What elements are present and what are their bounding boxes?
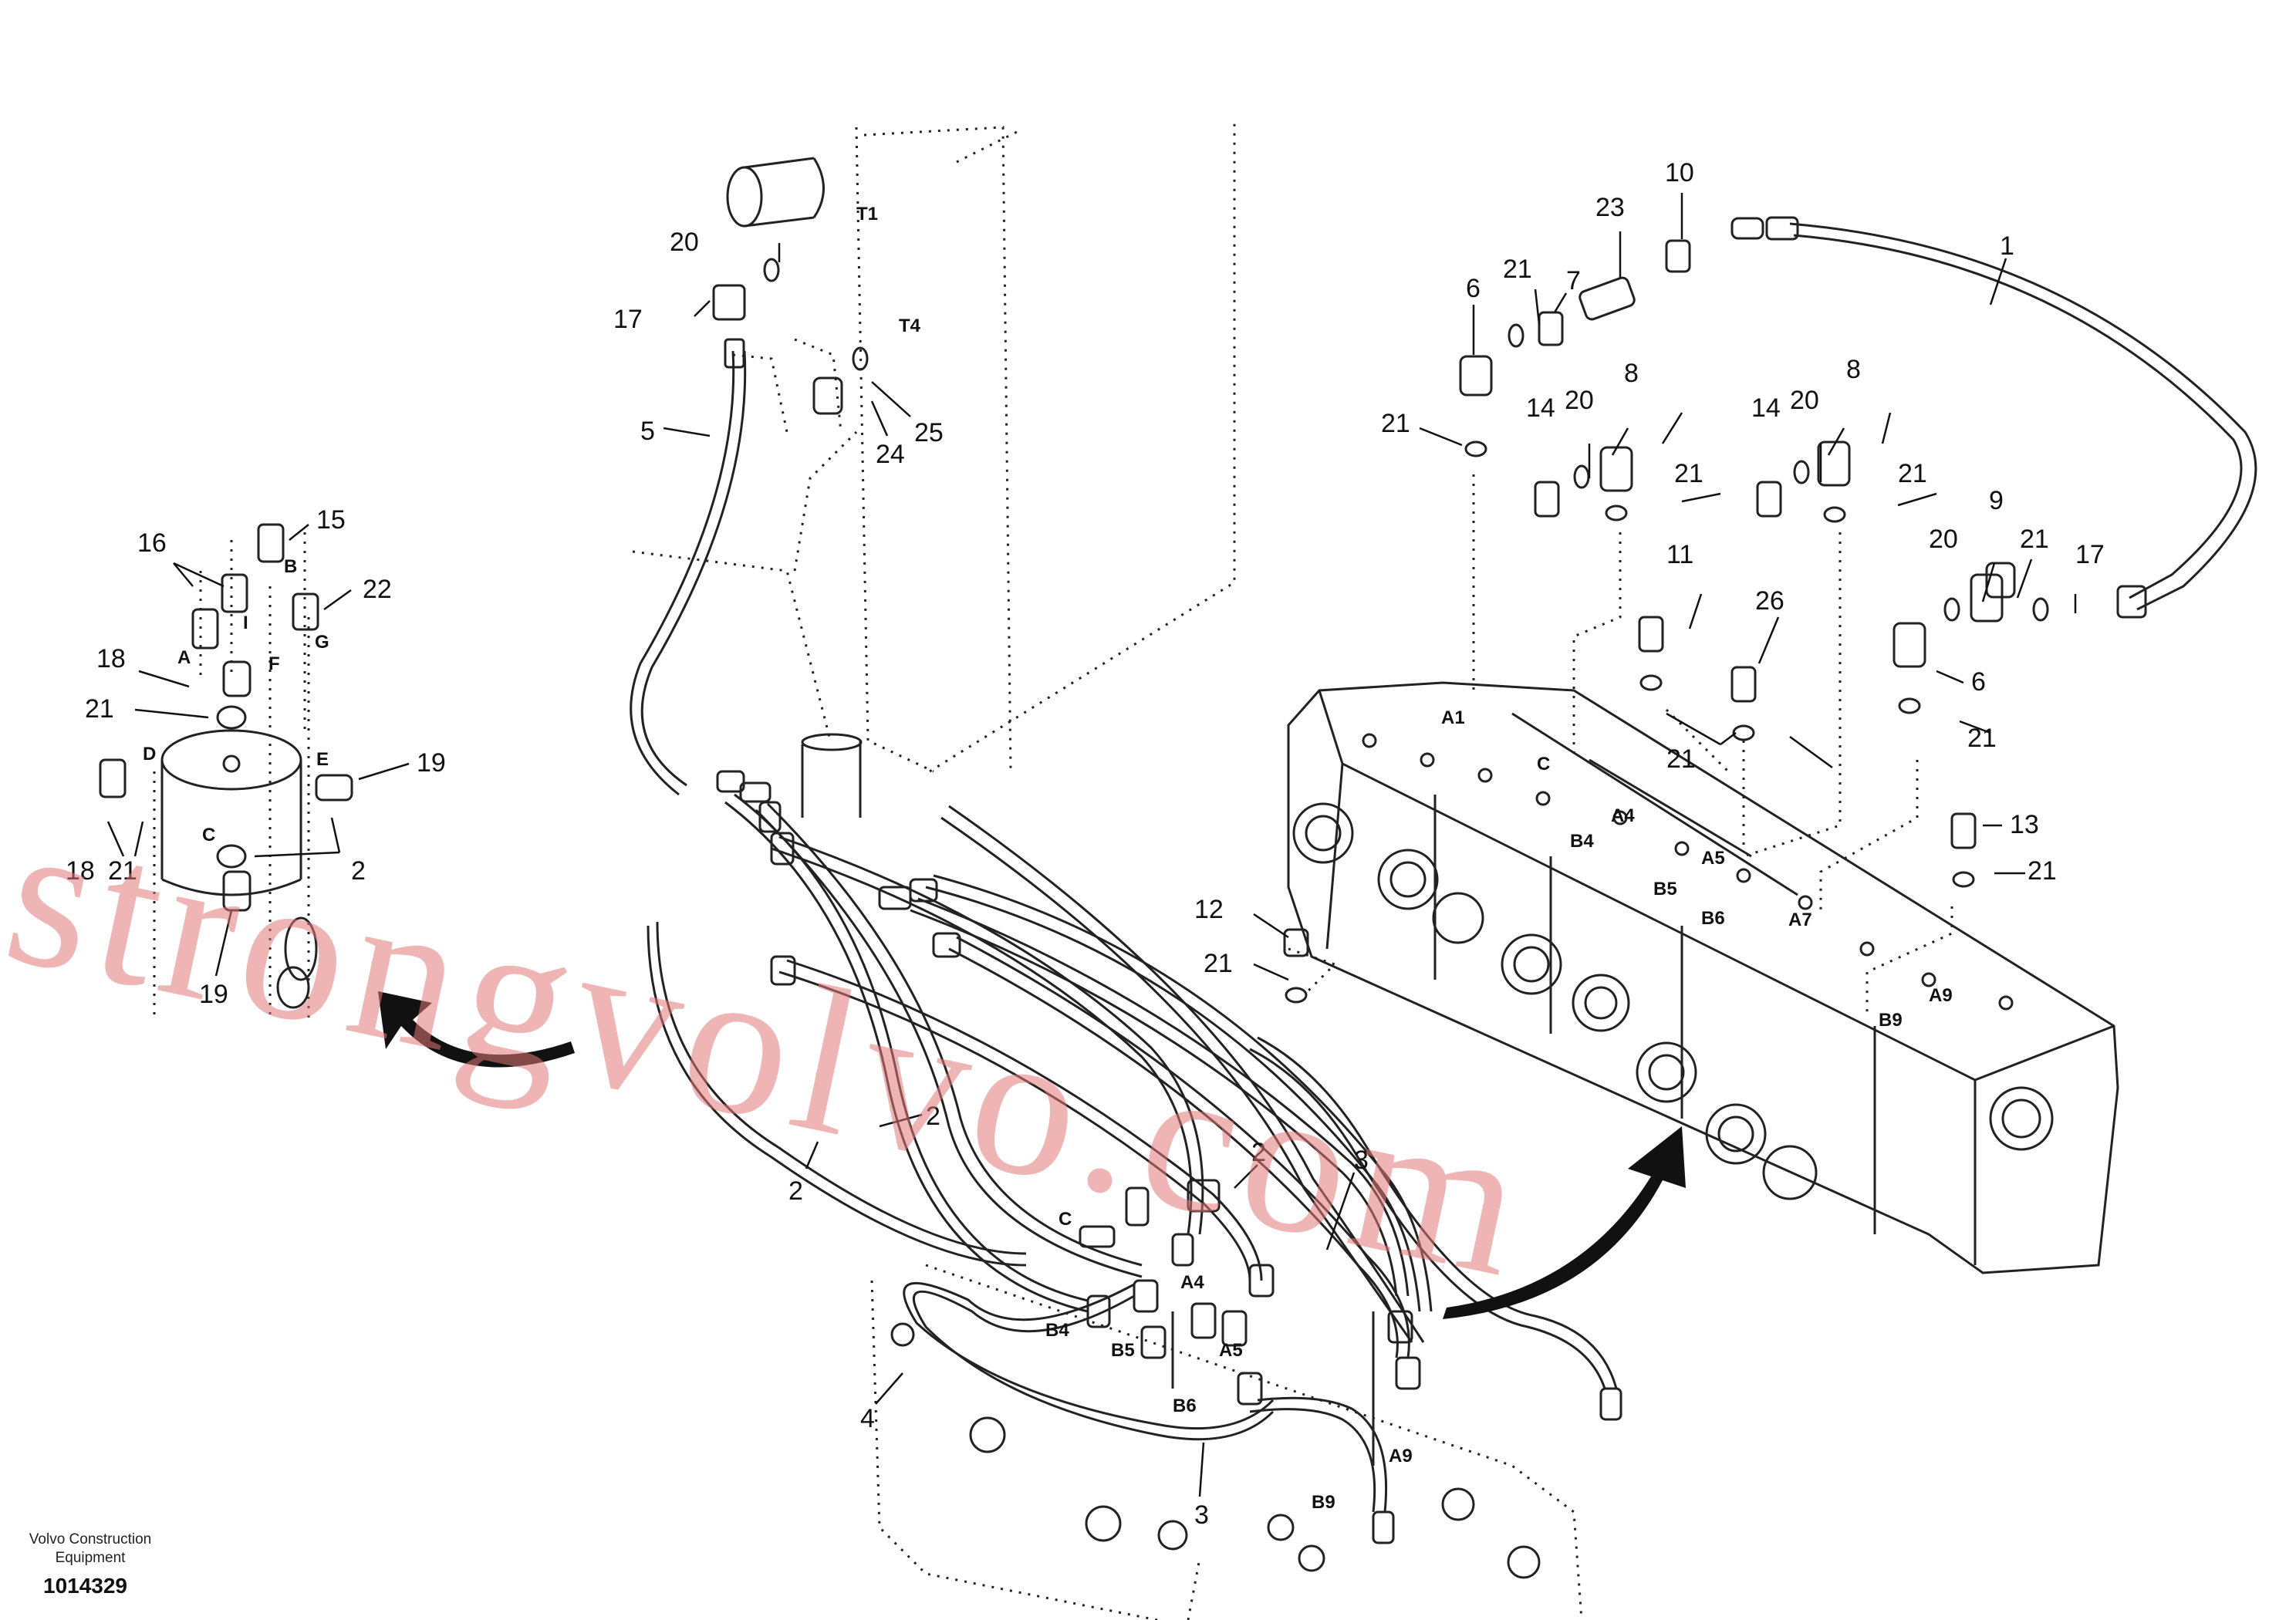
callout-2: 2 xyxy=(926,1102,940,1131)
publisher-line-2: Equipment xyxy=(55,1550,126,1566)
callout-19: 19 xyxy=(199,980,228,1009)
port-a1: A1 xyxy=(1441,707,1465,728)
port-b6: B6 xyxy=(1701,908,1725,929)
callout-5: 5 xyxy=(640,417,655,446)
port-b5: B5 xyxy=(1653,879,1677,899)
port-a4-lower: A4 xyxy=(1180,1272,1204,1293)
callout-20: 20 xyxy=(1790,386,1819,415)
callout-20: 20 xyxy=(1565,386,1594,415)
callout-15: 15 xyxy=(316,505,346,535)
callout-21: 21 xyxy=(1666,744,1696,774)
callout-13: 13 xyxy=(2010,810,2039,839)
machine-frame-outline xyxy=(632,123,1236,773)
callout-21: 21 xyxy=(1204,949,1233,978)
callout-21: 21 xyxy=(1898,459,1927,488)
callout-7: 7 xyxy=(1566,266,1581,295)
callout-18: 18 xyxy=(96,644,126,673)
hose-1 xyxy=(1730,216,2257,619)
callout-numbers: 1 2 2 2 2 3 3 4 5 6 6 7 8 8 9 10 11 12 1… xyxy=(66,158,2105,1530)
port-a5: A5 xyxy=(1701,848,1725,869)
callout-4: 4 xyxy=(860,1404,875,1433)
port-c-swivel: C xyxy=(202,825,215,845)
port-e-swivel: E xyxy=(316,749,329,770)
tank-pipe xyxy=(726,157,825,228)
callout-17: 17 xyxy=(613,305,643,334)
port-b4: B4 xyxy=(1570,831,1594,852)
publisher-credit: Volvo Construction Equipment xyxy=(17,1531,164,1568)
callout-21: 21 xyxy=(1503,255,1532,284)
port-b9-lower: B9 xyxy=(1312,1492,1335,1513)
callout-26: 26 xyxy=(1755,586,1784,616)
publisher-line-1: Volvo Construction xyxy=(29,1531,152,1547)
port-a4: A4 xyxy=(1611,805,1635,826)
port-b4-lower: B4 xyxy=(1045,1320,1069,1341)
callout-6: 6 xyxy=(1466,274,1481,303)
callout-21: 21 xyxy=(108,856,137,886)
indicator-arrows xyxy=(378,991,1686,1319)
callout-25: 25 xyxy=(914,418,944,447)
lower-valve-outline xyxy=(870,1264,1583,1620)
callout-20: 20 xyxy=(670,228,699,257)
callout-2: 2 xyxy=(1251,1138,1266,1167)
callout-23: 23 xyxy=(1595,193,1625,222)
port-t4: T4 xyxy=(899,316,921,336)
callout-3: 3 xyxy=(1194,1500,1209,1530)
callout-leaders xyxy=(106,193,2077,1497)
port-a7: A7 xyxy=(1788,910,1812,930)
hose-bundle xyxy=(630,350,1618,1513)
part-number: 1014329 xyxy=(43,1574,128,1598)
port-b9: B9 xyxy=(1879,1010,1903,1031)
callout-2: 2 xyxy=(788,1176,803,1206)
callout-21: 21 xyxy=(1381,409,1410,438)
callout-6: 6 xyxy=(1971,667,1986,697)
port-c: C xyxy=(1537,754,1550,775)
port-b6-lower: B6 xyxy=(1173,1396,1197,1416)
callout-20: 20 xyxy=(1929,525,1958,554)
callout-16: 16 xyxy=(137,528,167,558)
callout-17: 17 xyxy=(2075,540,2105,569)
swivel-fittings xyxy=(99,523,353,912)
callout-21: 21 xyxy=(2020,525,2049,554)
callout-8: 8 xyxy=(1846,355,1861,384)
cylinder-body xyxy=(801,733,863,818)
port-c-lower: C xyxy=(1059,1209,1072,1230)
port-leader-lines xyxy=(1288,474,1953,1018)
callout-8: 8 xyxy=(1624,359,1639,388)
lower-valve-detail xyxy=(890,1322,1541,1579)
callout-12: 12 xyxy=(1194,895,1224,924)
callout-1: 1 xyxy=(2000,231,2014,261)
port-a-swivel: A xyxy=(177,647,191,668)
port-a9: A9 xyxy=(1929,985,1953,1006)
callout-14: 14 xyxy=(1526,393,1555,423)
port-a9-lower: A9 xyxy=(1389,1446,1413,1466)
callout-18: 18 xyxy=(66,856,95,886)
callout-21: 21 xyxy=(2028,856,2057,886)
control-valve-block xyxy=(1287,681,2119,1274)
callout-21: 21 xyxy=(1674,459,1703,488)
callout-11: 11 xyxy=(1666,540,1693,569)
hose-fittings xyxy=(716,338,1622,1544)
callout-19: 19 xyxy=(417,748,446,778)
port-i-swivel: I xyxy=(243,613,248,633)
callout-24: 24 xyxy=(876,440,905,469)
swivel-joint xyxy=(160,705,318,1009)
port-f-swivel: F xyxy=(268,653,280,674)
part-drawings-top xyxy=(712,239,2049,1004)
port-t1: T1 xyxy=(856,204,878,224)
callout-2: 2 xyxy=(351,856,366,886)
callout-10: 10 xyxy=(1665,158,1694,187)
callout-21: 21 xyxy=(85,694,114,724)
callout-3: 3 xyxy=(1354,1146,1369,1175)
port-b5-lower: B5 xyxy=(1111,1340,1135,1361)
callout-14: 14 xyxy=(1751,393,1781,423)
port-b-swivel: B xyxy=(284,556,297,577)
port-labels: T1 T4 A1 C A4 B4 A5 B5 B6 A7 B9 A9 C A4 … xyxy=(143,204,1953,1513)
port-a5-lower: A5 xyxy=(1219,1340,1243,1361)
port-d-swivel: D xyxy=(143,744,156,764)
callout-21: 21 xyxy=(1967,724,1997,753)
callout-22: 22 xyxy=(363,575,392,604)
port-g-swivel: G xyxy=(315,632,329,653)
callout-9: 9 xyxy=(1989,486,2004,515)
